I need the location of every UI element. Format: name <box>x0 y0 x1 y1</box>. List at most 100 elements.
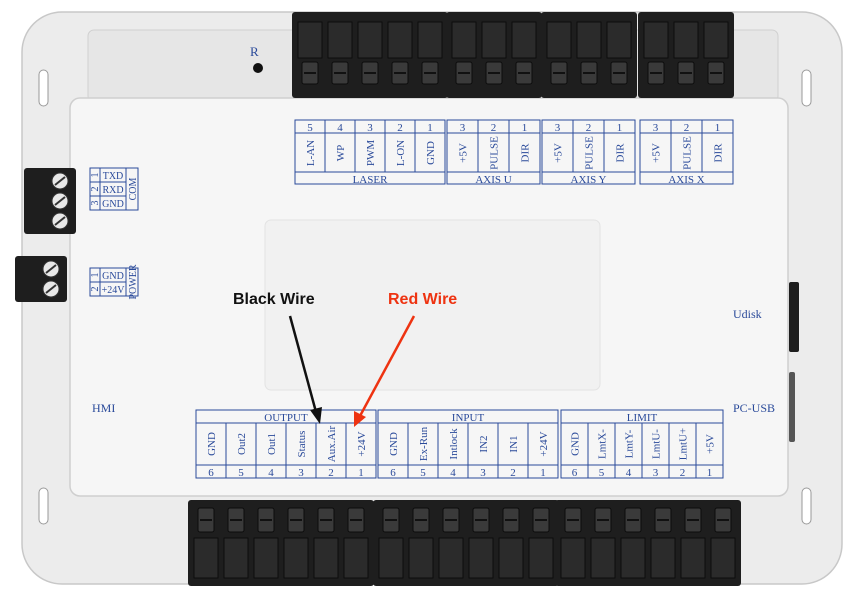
terminal-slot <box>327 21 353 59</box>
terminal-slot <box>253 537 279 579</box>
terminal-slot <box>468 537 494 579</box>
terminal-slot <box>313 537 339 579</box>
terminal-block <box>15 256 67 302</box>
pc-usb-port[interactable] <box>789 372 795 442</box>
header-title: POWER <box>128 264 139 299</box>
terminal-slot <box>417 21 443 59</box>
reset-hole[interactable] <box>253 63 263 73</box>
terminal-slot <box>680 537 706 579</box>
mount-slot <box>38 69 49 107</box>
terminal-slot <box>408 537 434 579</box>
pin-number: 4 <box>337 122 343 134</box>
pin-name: +5V <box>651 143 663 163</box>
pin-name: +24V <box>538 431 550 456</box>
pin-number: 2 <box>510 467 516 479</box>
pin-name: IN1 <box>508 435 520 452</box>
pin-number: 5 <box>420 467 426 479</box>
pin-name: Out2 <box>236 433 248 455</box>
table-border <box>639 119 734 185</box>
header-title: LASER <box>353 174 389 186</box>
pin-number: 3 <box>90 201 101 206</box>
pin-name: +5V <box>553 143 565 163</box>
terminal-slot <box>620 537 646 579</box>
mount-slot <box>801 69 812 107</box>
terminal-slot <box>650 537 676 579</box>
terminal-slot <box>343 537 369 579</box>
pin-number: 4 <box>268 467 274 479</box>
pin-name: GND <box>102 271 124 282</box>
terminal-slot <box>451 21 477 59</box>
pin-name: LmtY- <box>624 429 636 458</box>
header-title: AXIS Y <box>571 174 607 186</box>
black-wire-arrow <box>288 315 322 424</box>
pin-name: +24V <box>356 431 368 456</box>
pin-number: 4 <box>450 467 456 479</box>
pin-number: 3 <box>367 122 373 134</box>
screw-slot <box>45 284 57 294</box>
side-terminal-blocks <box>15 168 76 302</box>
screw-slot <box>54 176 66 186</box>
pin-name: GND <box>388 432 400 456</box>
pin-name: L-AN <box>305 140 317 166</box>
pin-number: 1 <box>90 273 101 278</box>
pin-name: GND <box>570 432 582 456</box>
udisk-port[interactable] <box>789 282 799 352</box>
pin-number: 3 <box>460 122 466 134</box>
screw-slot <box>54 216 66 226</box>
pin-name: L-ON <box>395 140 407 166</box>
pin-number: 5 <box>599 467 605 479</box>
pin-name: GND <box>206 432 218 456</box>
pin-name: WP <box>335 145 347 162</box>
terminal-slot <box>297 21 323 59</box>
reset-label: R <box>250 44 259 59</box>
pin-number: 2 <box>491 122 497 134</box>
terminal-slot <box>703 21 729 59</box>
mount-slot <box>801 487 812 525</box>
terminal-slot <box>387 21 413 59</box>
pin-number: 6 <box>390 467 396 479</box>
table-border <box>89 167 139 211</box>
black-wire-label: Black Wire <box>233 291 315 308</box>
terminal-slot <box>511 21 537 59</box>
red-wire-arrow <box>354 315 416 427</box>
pin-number: 3 <box>653 467 659 479</box>
pin-name: LmtU- <box>651 429 663 459</box>
terminal-slot <box>498 537 524 579</box>
terminal-slot <box>576 21 602 59</box>
pin-number: 1 <box>707 467 713 479</box>
header-title: COM <box>128 178 139 201</box>
terminal-slot <box>643 21 669 59</box>
pin-number: 2 <box>680 467 686 479</box>
red-wire-label: Red Wire <box>388 291 457 308</box>
pin-name: PULSE <box>584 136 596 170</box>
pin-number: 3 <box>555 122 561 134</box>
pin-name: LmtX- <box>597 429 609 459</box>
terminal-slot <box>357 21 383 59</box>
pc-usb-label: PC-USB <box>733 401 775 415</box>
terminal-slot <box>710 537 736 579</box>
screw-slot <box>45 264 57 274</box>
pin-number: 2 <box>586 122 592 134</box>
pin-number: 3 <box>298 467 304 479</box>
terminal-slot <box>481 21 507 59</box>
terminal-slot <box>546 21 572 59</box>
pin-name: RXD <box>102 185 123 196</box>
pin-number: 5 <box>307 122 313 134</box>
pin-number: 2 <box>90 187 101 192</box>
pin-number: 1 <box>522 122 528 134</box>
bottom-terminal-blocks <box>188 500 741 586</box>
pin-number: 2 <box>90 287 101 292</box>
pin-name: Ex-Run <box>418 426 430 461</box>
terminal-slot <box>606 21 632 59</box>
table-border <box>541 119 636 185</box>
pin-number: 2 <box>328 467 334 479</box>
